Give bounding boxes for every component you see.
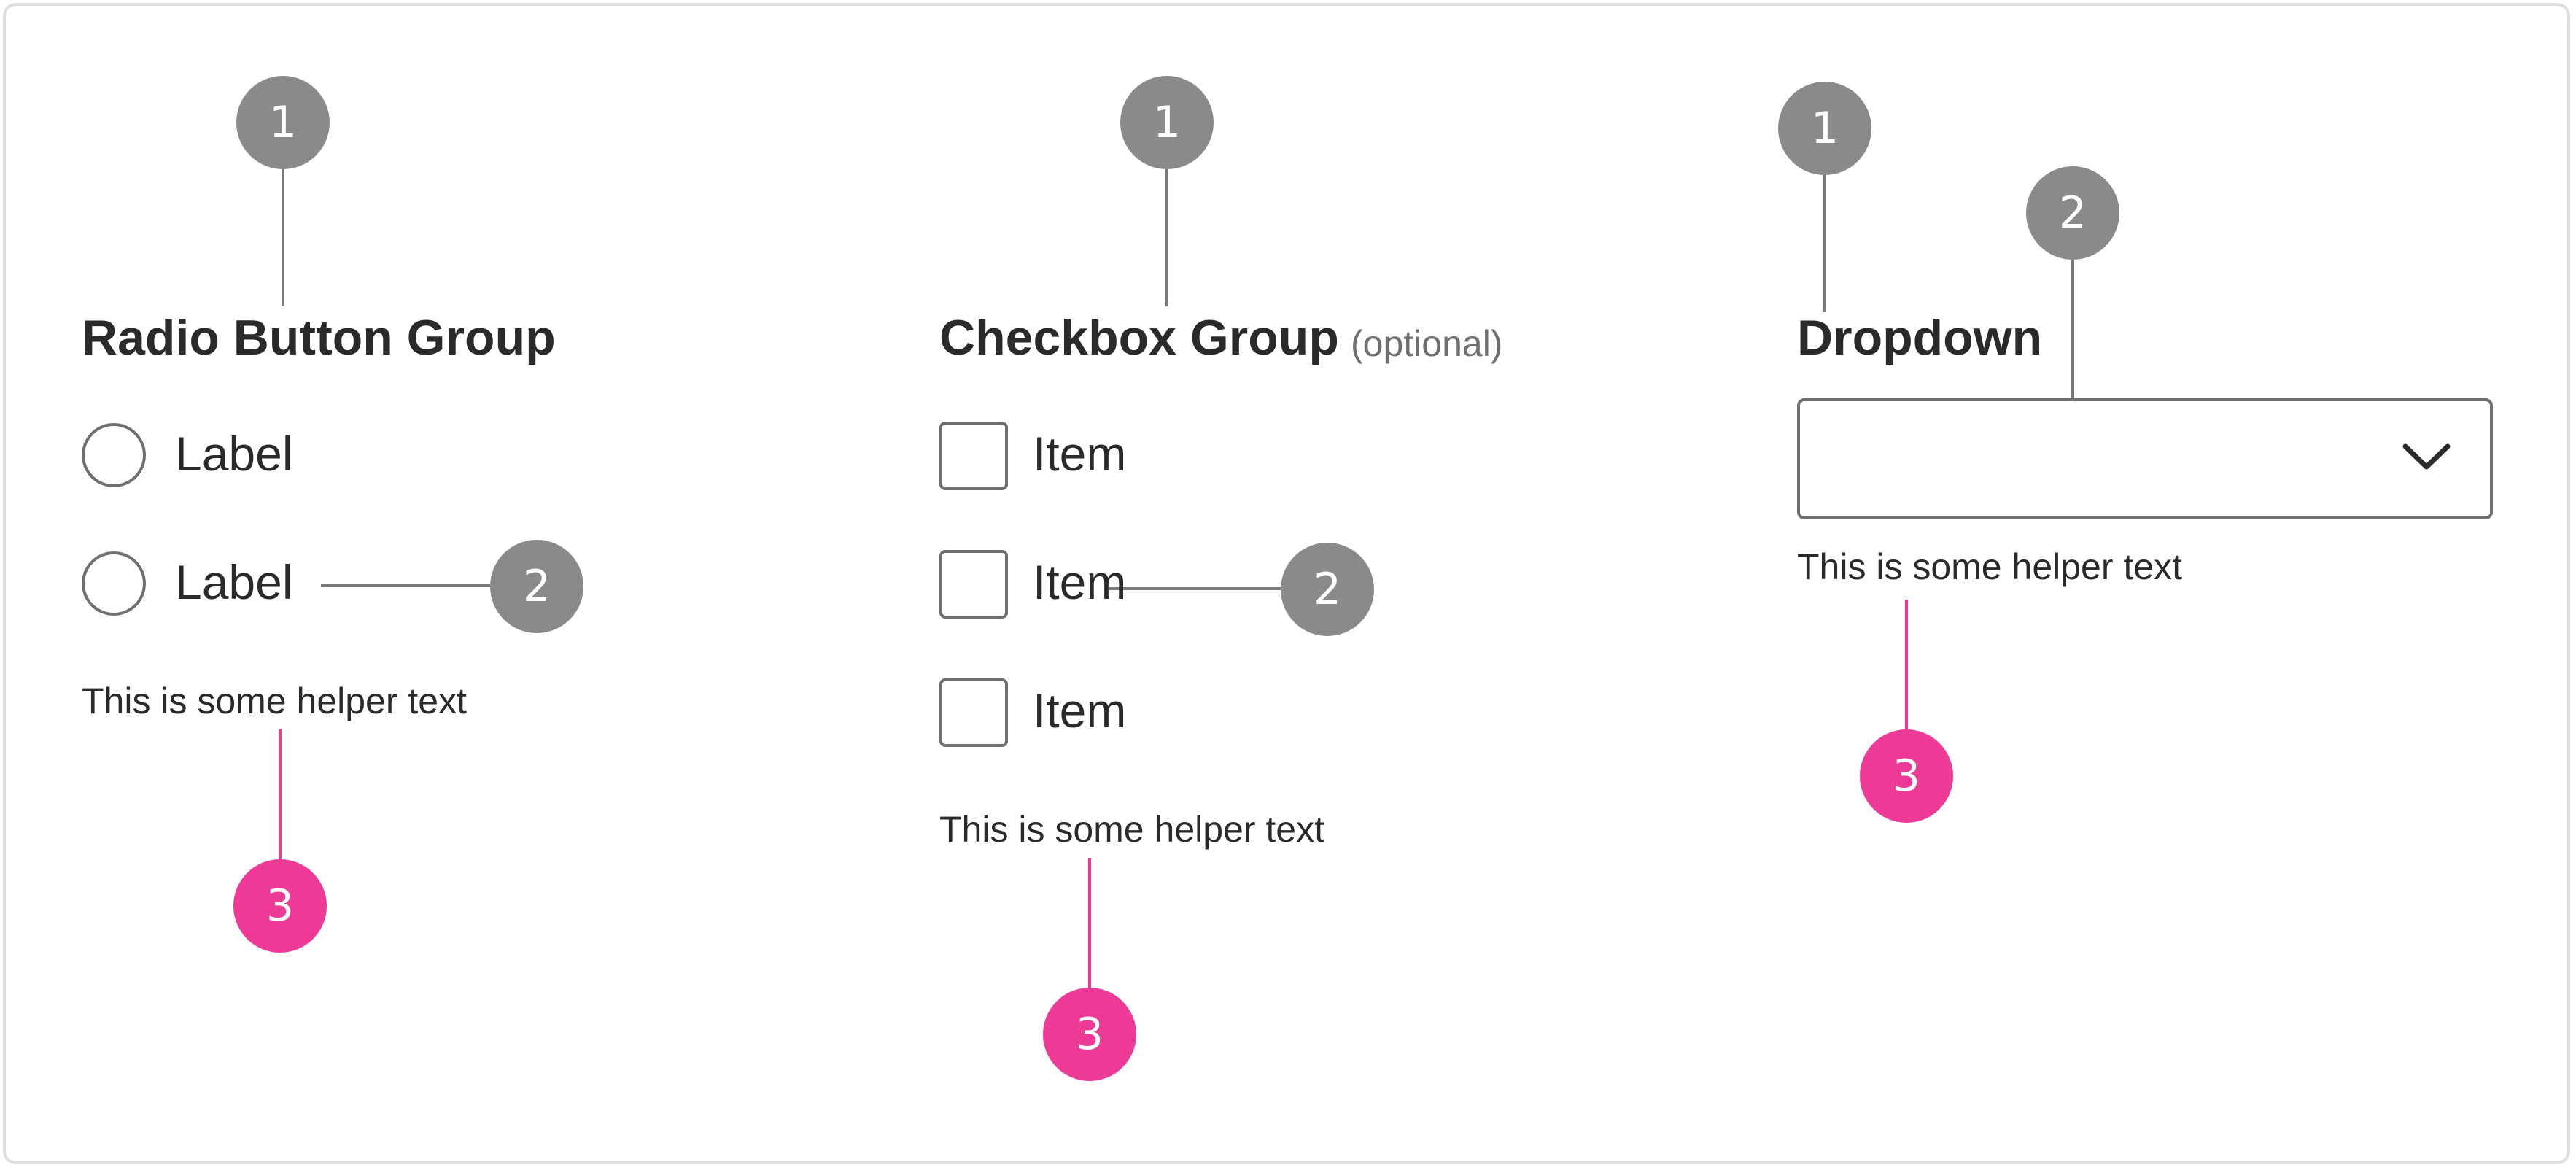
checkbox-2[interactable] [939,550,1008,619]
chevron-down-icon[interactable] [2401,438,2452,474]
radio-label-1[interactable]: Label [175,427,293,481]
dropdown-callout-1: 1 [1778,82,1871,175]
radio-button-1[interactable] [82,423,146,487]
checkbox-group-title: Checkbox Group [939,310,1339,365]
dropdown-title: Dropdown [1797,310,2043,365]
radio-label-2[interactable]: Label [175,555,293,609]
dropdown-callout-3: 3 [1860,729,1953,823]
checkbox-callout-3: 3 [1043,988,1136,1081]
checkbox-helper-text: This is some helper text [939,809,1324,850]
radio-callout-1: 1 [236,76,330,169]
radio-group-title: Radio Button Group [82,310,556,365]
radio-button-2[interactable] [82,551,146,616]
checkbox-3[interactable] [939,678,1008,747]
radio-helper-text: This is some helper text [82,681,467,721]
dropdown-callout-2: 2 [2026,166,2119,260]
checkbox-callout-1: 1 [1120,76,1214,169]
radio-callout-2: 2 [490,540,583,633]
checkbox-label-3[interactable]: Item [1033,683,1127,737]
checkbox-label-2[interactable]: Item [1033,555,1127,609]
radio-callout-3: 3 [233,859,327,953]
optional-indicator: (optional) [1351,323,1503,364]
dropdown-select[interactable] [1797,398,2493,519]
dropdown-helper-text: This is some helper text [1797,546,2182,587]
checkbox-label-1[interactable]: Item [1033,427,1127,481]
checkbox-1[interactable] [939,422,1008,490]
checkbox-callout-2: 2 [1281,543,1374,636]
